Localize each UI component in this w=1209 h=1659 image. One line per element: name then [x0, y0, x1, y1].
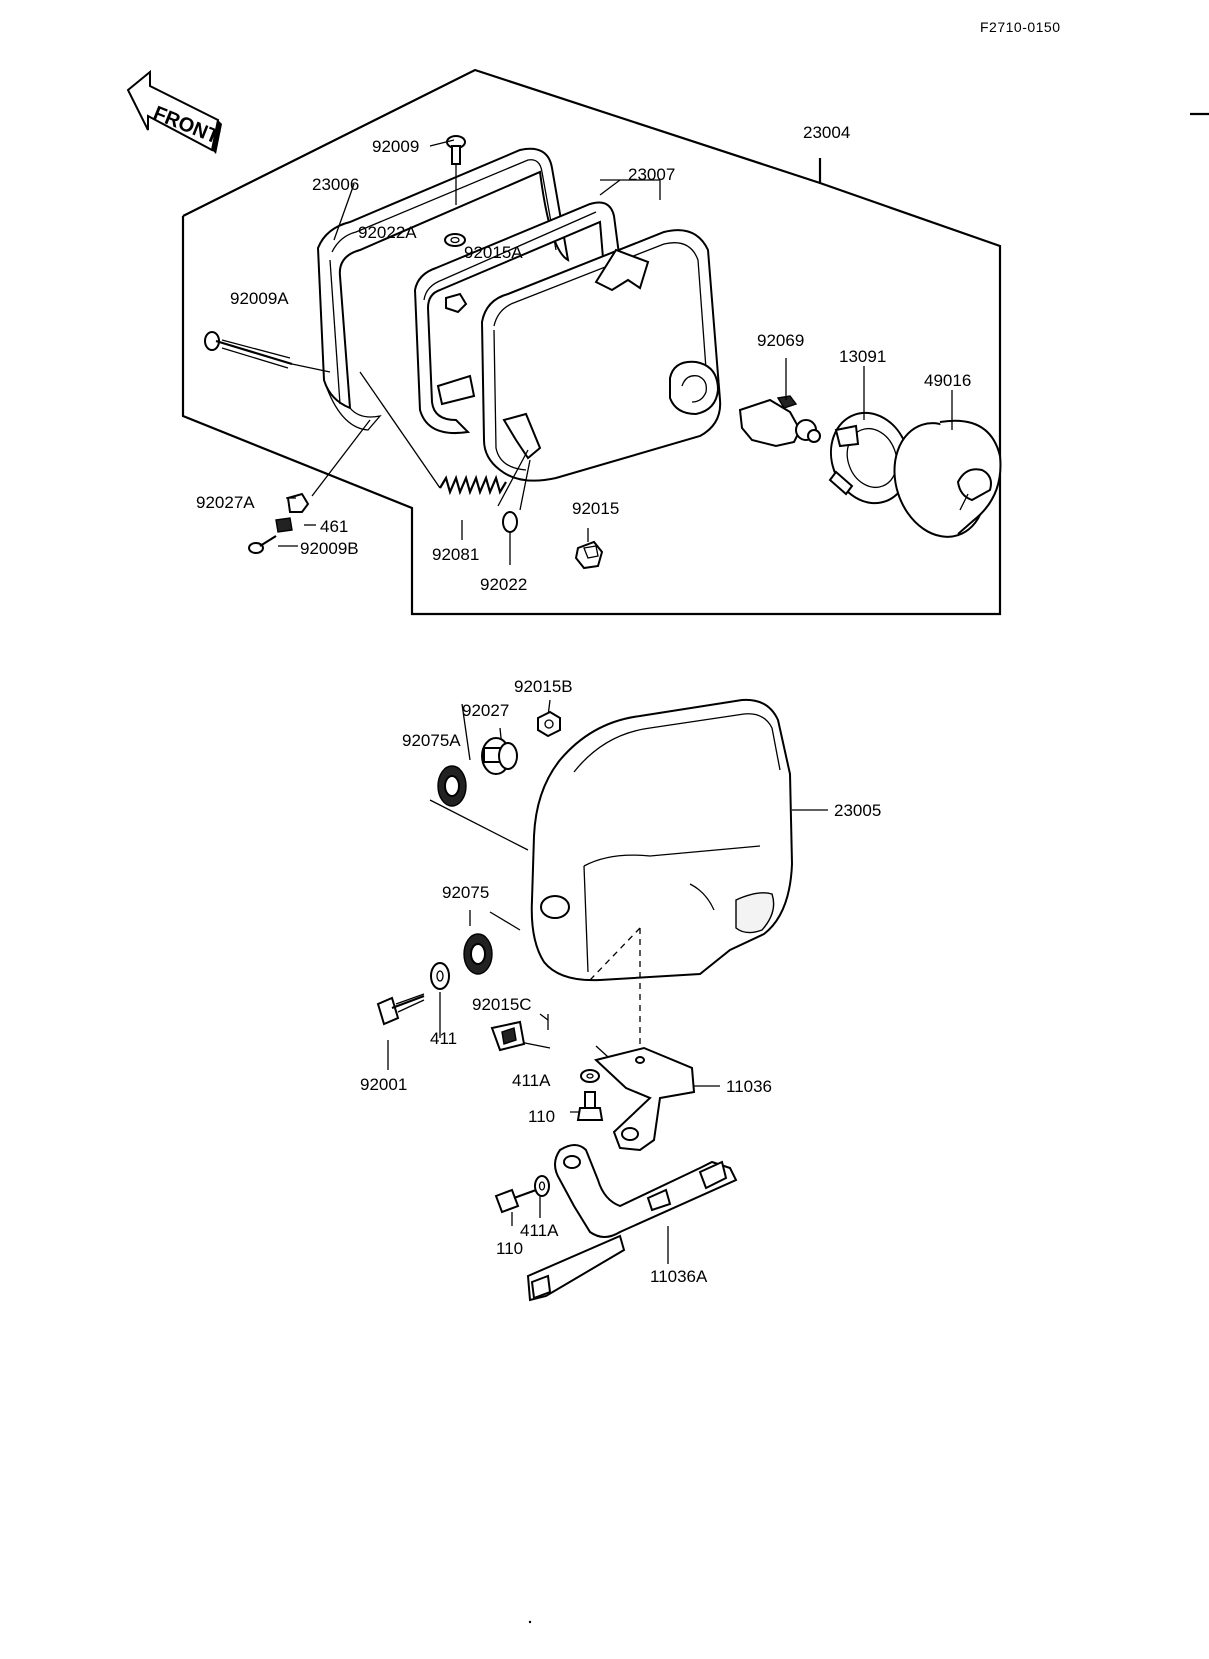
- spring-92081-icon: [439, 474, 507, 496]
- label-92009A: 92009A: [230, 289, 289, 308]
- dust-cover-49016: [893, 419, 1002, 538]
- upper-leader-lines: [278, 139, 953, 565]
- label-23004: 23004: [803, 123, 850, 142]
- label-11036A: 11036A: [650, 1267, 708, 1286]
- label-92015A: 92015A: [464, 243, 523, 262]
- assembly-23004-outline: [181, 68, 1002, 616]
- nut-92015A-icon: [445, 292, 468, 314]
- label-92075: 92075: [442, 883, 489, 902]
- nut-461-icon: [275, 517, 293, 533]
- washer-92022A-icon: [444, 233, 466, 247]
- washer-411A-upper-icon: [580, 1069, 600, 1083]
- label-23006: 23006: [312, 175, 359, 194]
- nut-92015B-icon: [537, 710, 561, 738]
- label-92027A: 92027A: [196, 493, 255, 512]
- washer-411-icon: [430, 962, 450, 990]
- bolt-110-lower-icon: [494, 1188, 537, 1214]
- label-13091: 13091: [839, 347, 886, 366]
- label-23007: 23007: [628, 165, 675, 184]
- label-92009: 92009: [372, 137, 419, 156]
- screw-92009-icon: [446, 135, 466, 165]
- label-92001: 92001: [360, 1075, 407, 1094]
- document-code: F2710-0150: [980, 19, 1061, 35]
- label-92022: 92022: [480, 575, 527, 594]
- bolt-92001-icon: [376, 993, 425, 1026]
- washer-411A-lower-icon: [534, 1175, 550, 1197]
- bracket-11036A: [526, 1144, 738, 1302]
- screw-92009B-icon: [248, 535, 277, 554]
- grommet-92075A-icon: [437, 765, 467, 807]
- headlight-housing-23005: [530, 698, 794, 1066]
- nut-92027A-icon: [286, 492, 310, 513]
- washer-92022-icon: [502, 511, 518, 533]
- sealed-beam-unit: [480, 229, 722, 482]
- label-92015C: 92015C: [472, 995, 532, 1014]
- label-92075A: 92075A: [402, 731, 461, 750]
- label-92022A: 92022A: [358, 223, 417, 242]
- label-411A-lower: 411A: [520, 1221, 559, 1240]
- bracket-11036: [593, 1046, 696, 1152]
- label-49016: 49016: [924, 371, 971, 390]
- screw-92009A-icon: [204, 331, 293, 369]
- label-92015: 92015: [572, 499, 619, 518]
- clip-nut-92015C-icon: [490, 1020, 526, 1052]
- label-11036: 11036: [726, 1077, 772, 1096]
- label-92081: 92081: [432, 545, 479, 564]
- nut-92015-icon: [574, 540, 604, 570]
- label-461: 461: [320, 517, 348, 536]
- collar-92027-icon: [481, 737, 518, 775]
- front-arrow-icon: FRONT: [126, 69, 222, 154]
- label-110-upper: 110: [528, 1107, 555, 1126]
- grommet-92075-icon: [463, 933, 493, 975]
- label-23005: 23005: [834, 801, 881, 820]
- bolt-110-upper-icon: [576, 1091, 604, 1121]
- label-411A-upper: 411A: [512, 1071, 551, 1090]
- label-92015B: 92015B: [514, 677, 573, 696]
- bulb-socket-clip: [669, 360, 720, 416]
- bulb-92069: [738, 395, 821, 448]
- label-92027: 92027: [462, 701, 509, 720]
- label-110-lower: 110: [496, 1239, 523, 1258]
- label-92009B: 92009B: [300, 539, 359, 558]
- scan-dot: [528, 1620, 532, 1624]
- mounting-ring-23007: [413, 201, 622, 434]
- label-92069: 92069: [757, 331, 804, 350]
- label-411: 411: [430, 1029, 457, 1048]
